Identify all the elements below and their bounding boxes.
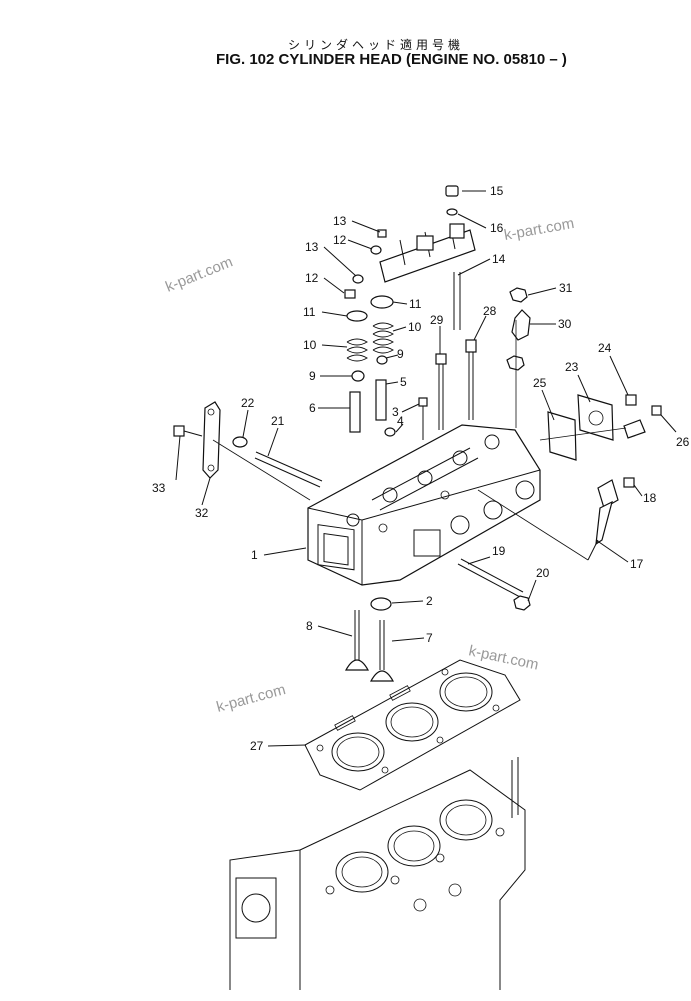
callout-25: 25	[533, 376, 547, 390]
watermark: k-part.com	[163, 253, 235, 295]
guide-5	[375, 379, 387, 421]
bolt-26	[651, 405, 662, 416]
bolt-24	[625, 394, 637, 406]
watermark: k-part.com	[503, 215, 576, 244]
callout-31: 31	[559, 281, 573, 295]
nut-31	[509, 287, 528, 303]
cotter-12	[370, 245, 382, 255]
bracket-30	[511, 309, 531, 341]
callout-30: 30	[558, 317, 572, 331]
callout-6: 6	[309, 401, 316, 415]
rocker-assembly	[379, 223, 476, 283]
exhaust-valve	[369, 620, 395, 682]
spring-10b	[346, 338, 368, 362]
leader-lines	[175, 190, 677, 747]
callout-16: 16	[490, 221, 504, 235]
callout-18: 18	[643, 491, 657, 505]
callout-12b: 12	[305, 271, 319, 285]
nut-18	[623, 477, 635, 488]
callout-23: 23	[565, 360, 579, 374]
washer-4	[384, 427, 396, 437]
intake-valve	[344, 610, 370, 671]
callout-20: 20	[536, 566, 550, 580]
bracket-small	[623, 419, 646, 439]
watermark: k-part.com	[467, 642, 540, 673]
callout-2: 2	[426, 594, 433, 608]
nut-cap	[506, 355, 525, 371]
callout-13: 13	[333, 214, 347, 228]
valve-seat-ring	[370, 597, 392, 611]
callout-7: 7	[426, 631, 433, 645]
gasket-25	[547, 411, 577, 461]
callout-12: 12	[333, 233, 347, 247]
rocker-stud-14	[453, 272, 461, 330]
callout-1: 1	[251, 548, 258, 562]
stud-21	[254, 457, 321, 488]
callout-15: 15	[490, 184, 504, 198]
cylinder-head	[307, 424, 541, 586]
callout-10b: 10	[303, 338, 317, 352]
callout-11b: 11	[303, 305, 316, 319]
callout-32: 32	[195, 506, 209, 520]
callout-19: 19	[492, 544, 506, 558]
guide-6	[349, 391, 361, 433]
lifting-bracket	[202, 401, 221, 479]
bolt-3	[418, 397, 428, 440]
callout-13b: 13	[305, 240, 319, 254]
callout-8: 8	[306, 619, 313, 633]
cotter-12b	[344, 289, 356, 299]
seal-9	[376, 355, 388, 365]
callout-14: 14	[492, 252, 506, 266]
stud-19	[457, 563, 521, 598]
callout-3: 3	[392, 405, 399, 419]
cotter-13	[377, 229, 387, 238]
callout-5: 5	[400, 375, 407, 389]
callout-29: 29	[430, 313, 444, 327]
retainer-11b	[346, 310, 368, 322]
callout-26: 26	[676, 435, 690, 449]
nut-15	[445, 185, 459, 197]
callout-27: 27	[250, 739, 264, 753]
callout-9b: 9	[309, 369, 316, 383]
washer-22	[232, 436, 248, 448]
injector-17	[587, 479, 619, 561]
retainer-11	[370, 295, 394, 309]
washer-16	[446, 208, 458, 216]
callout-22: 22	[241, 396, 255, 410]
bolt-29	[435, 353, 447, 430]
japanese-title: シリンダヘッド適用号機	[288, 38, 465, 52]
nut-20	[513, 595, 531, 611]
head-gasket	[304, 659, 521, 791]
cover-23	[577, 394, 614, 441]
bolt-28	[465, 339, 477, 420]
callout-33: 33	[152, 481, 166, 495]
cotter-13b	[352, 274, 364, 284]
cylinder-block	[229, 757, 526, 990]
callout-10: 10	[408, 320, 422, 334]
callout-21: 21	[271, 414, 285, 428]
seal-9b	[351, 370, 365, 382]
spring-10	[372, 322, 394, 354]
callout-17: 17	[630, 557, 644, 571]
bolt-33	[173, 425, 203, 437]
callout-11: 11	[409, 297, 422, 311]
watermark: k-part.com	[215, 681, 288, 716]
figure-title: FIG. 102 CYLINDER HEAD (ENGINE NO. 05810…	[216, 51, 567, 68]
callout-28: 28	[483, 304, 497, 318]
callout-24: 24	[598, 341, 612, 355]
callout-labels: 1 2 3 4 5 6 7 8 9 9 10 10 11 11 12 12 13…	[152, 184, 690, 753]
callout-9: 9	[397, 347, 404, 361]
callout-4: 4	[397, 414, 404, 428]
